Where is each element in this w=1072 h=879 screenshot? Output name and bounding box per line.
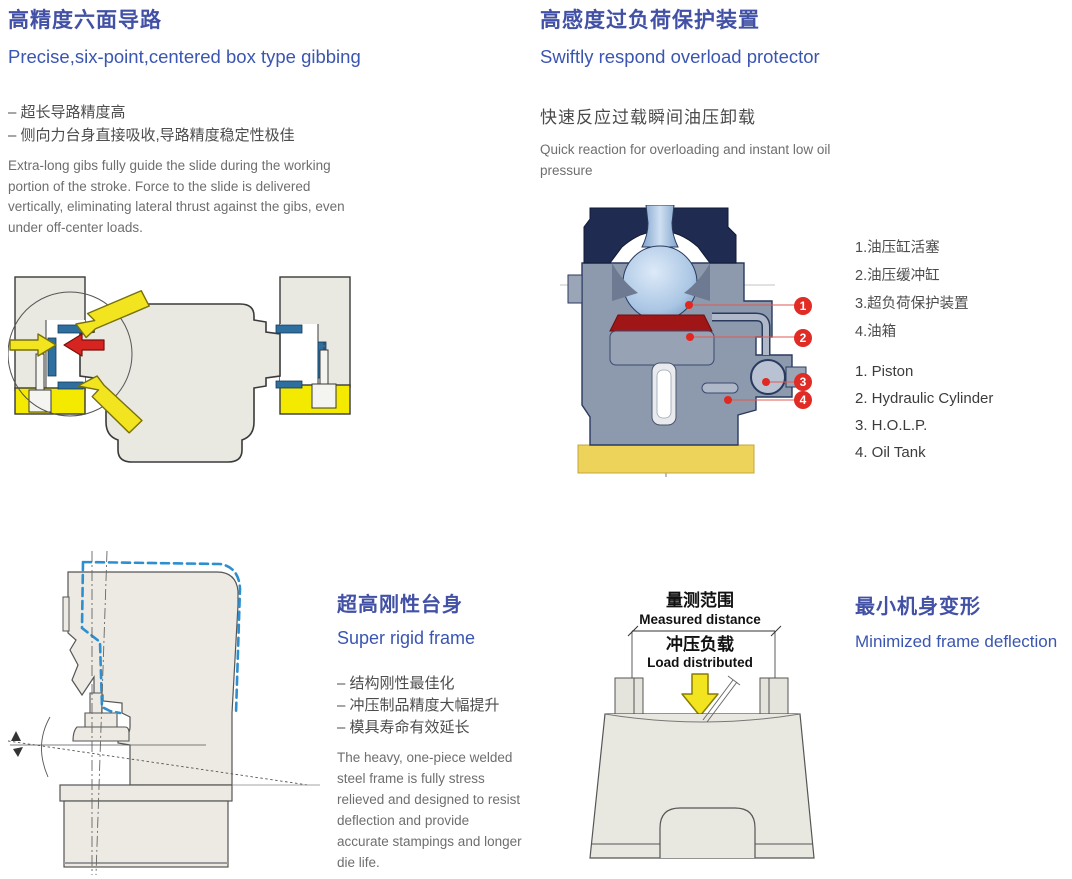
frame-tab (62, 596, 70, 632)
legend-cn-item: 2.油压缓冲缸 (855, 268, 940, 284)
overload-legend-en: 1. Piston 2. Hydraulic Cylinder 3. H.O.L… (855, 358, 993, 466)
overload-legend-cn: 1.油压缸活塞 2.油压缓冲缸 3.超负荷保护装置 4.油箱 (855, 234, 969, 346)
ram-assembly (72, 692, 130, 742)
callout-3: 3 (794, 373, 812, 391)
rigid-title-en: Super rigid frame (337, 628, 476, 648)
reaction-arrow-red (63, 333, 105, 357)
force-arrow-left (9, 333, 57, 357)
gibbing-title-en: Precise,six-point,centered box type gibb… (8, 46, 361, 67)
cradle-left (612, 263, 638, 301)
rigid-bullets: – 结构刚性最佳化 – 冲压制品精度大幅提升 – 模具寿命有效延长 (337, 675, 500, 736)
overload-subtitle-en: Quick reaction for overloading and insta… (540, 142, 831, 178)
rigid-paragraph: The heavy, one-piece welded steel frame … (337, 750, 522, 870)
legend-cn-item: 1.油压缸活塞 (855, 240, 940, 256)
slot-inner (656, 369, 672, 419)
section-deflection: 最小机身变形 Minimized frame deflection (855, 590, 1070, 652)
overload-subtitle-cn: 快速反应过载瞬间油压卸载 (540, 108, 756, 127)
measured-label-en: Measured distance (639, 612, 761, 627)
deflection-title-en: Minimized frame deflection (855, 632, 1058, 651)
legend-en-item: 4. Oil Tank (855, 444, 926, 461)
overload-diagram-svg (560, 205, 807, 477)
overload-title-en: Swiftly respond overload protector (540, 46, 820, 67)
side-bolt (567, 274, 583, 304)
section-rigid: 超高刚性台身 Super rigid frame – 结构刚性最佳化 – 冲压制… (337, 588, 537, 873)
deflection-title-cn: 最小机身变形 (855, 596, 981, 618)
overload-diagram: 1 2 3 4 (560, 205, 860, 480)
detail-circle (8, 291, 133, 417)
section-gibbing: 高精度六面导路 Precise,six-point,centered box t… (8, 4, 448, 238)
gibbing-diagram-svg (8, 276, 351, 463)
callout-1: 1 (794, 297, 812, 315)
deflected-outline (80, 560, 242, 715)
centerlines (91, 550, 108, 876)
callout-2: 2 (794, 329, 812, 347)
deflection-diagram-svg: 量测范围 Measured distance 冲压负载 Load distrib… (589, 590, 815, 859)
force-arrow-bottom (77, 375, 143, 434)
frame-diagram (8, 545, 328, 879)
legend-en-item: 2. Hydraulic Cylinder (855, 390, 994, 407)
legend-en-item: 3. H.O.L.P. (855, 417, 928, 434)
pipe (712, 314, 769, 355)
deflection-lines (8, 716, 320, 786)
oil-port (701, 382, 739, 394)
holp-valve (750, 359, 786, 395)
dial-indicator (702, 675, 741, 723)
frame-body (67, 571, 239, 786)
base-block (577, 444, 755, 474)
dimension-line (627, 625, 782, 686)
ball-stem (641, 205, 679, 248)
gibbing-title-cn: 高精度六面导路 (8, 9, 162, 32)
overload-title-cn: 高感度过负荷保护装置 (540, 9, 760, 32)
deflection-diagram: 量测范围 Measured distance 冲压负载 Load distrib… (560, 586, 830, 878)
posts (614, 677, 789, 715)
leader-lines (689, 304, 796, 401)
seal-red (609, 314, 713, 332)
gibbing-paragraph: Extra-long gibs fully guide the slide du… (8, 158, 345, 235)
legend-en-item: 1. Piston (855, 363, 914, 380)
deflection-curve (604, 713, 801, 723)
cradle-right (684, 263, 710, 301)
load-label-en: Load distributed (647, 655, 753, 670)
right-bolt (311, 342, 337, 409)
load-label-cn: 冲压负载 (666, 634, 734, 654)
buffer-cylinder (609, 330, 715, 366)
force-arrow-top (75, 290, 150, 339)
callout-4: 4 (794, 391, 812, 409)
gibbing-bullets: – 超长导路精度高 – 侧向力台身直接吸收,导路精度稳定性极佳 (8, 104, 295, 144)
bolster-base (59, 784, 233, 868)
slide-body (79, 303, 281, 463)
legend-cn-item: 4.油箱 (855, 324, 897, 340)
ball-joint (622, 245, 698, 321)
measured-label-cn: 量测范围 (666, 590, 734, 610)
section-overload: 高感度过负荷保护装置 Swiftly respond overload prot… (540, 4, 960, 181)
arch-cutout (659, 807, 756, 858)
leader-dots (685, 301, 770, 404)
legend-cn-item: 3.超负荷保护装置 (855, 296, 969, 312)
load-arrow (681, 673, 719, 717)
rigid-title-cn: 超高刚性台身 (337, 594, 463, 616)
frame-diagram-svg (8, 550, 320, 876)
gibbing-diagram (8, 266, 438, 482)
